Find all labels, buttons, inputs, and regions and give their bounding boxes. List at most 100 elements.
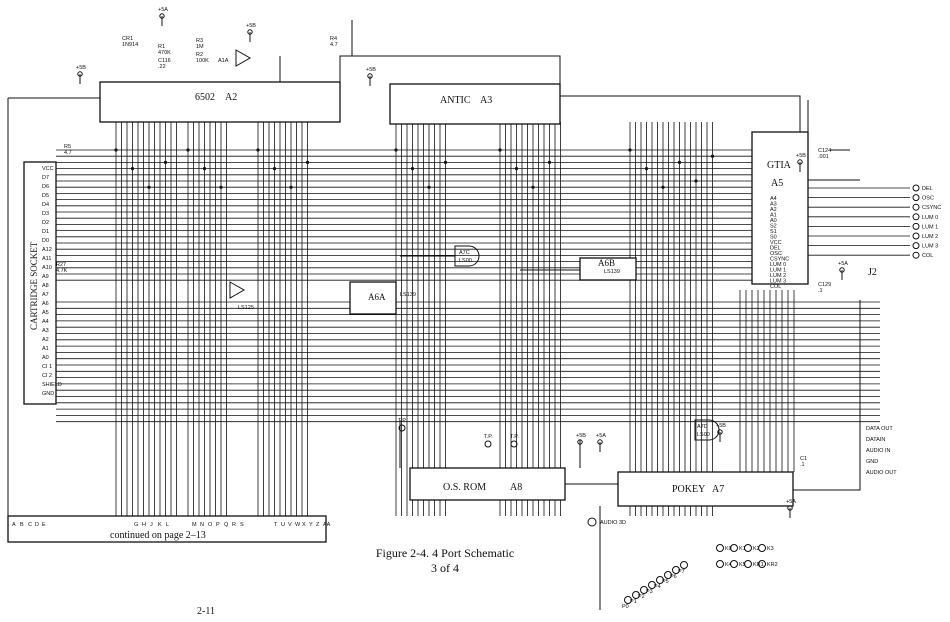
gtia-pin-label: VCC xyxy=(770,240,782,246)
a1a-gate: A1A xyxy=(218,49,252,67)
socket-pin-label: CI 1 xyxy=(42,364,52,370)
cpu-6502-chip: 6502 A2 xyxy=(99,81,341,123)
bottom-pin-label: AA xyxy=(323,522,331,528)
supply-label: +5B xyxy=(796,153,806,159)
vertical-bus-lines xyxy=(114,122,795,516)
junction-dot xyxy=(498,148,502,152)
pot-label: P7 xyxy=(678,569,685,575)
junction-dot xyxy=(410,167,415,171)
socket-pin-label: D3 xyxy=(42,211,49,217)
supply-terminal xyxy=(247,29,253,35)
wire xyxy=(339,55,561,84)
bottom-pin-label: D xyxy=(35,522,39,528)
gtia-pin-label: S0 xyxy=(770,235,777,241)
junction-dot xyxy=(644,167,649,171)
part-ref: C124 xyxy=(818,148,831,154)
ls125-buffer: LS125 xyxy=(229,281,254,311)
socket-pin-label: A9 xyxy=(42,274,49,280)
bottom-pin-label: X xyxy=(302,522,306,528)
bottom-pin-label: A xyxy=(12,522,16,528)
pot-terminal xyxy=(672,566,680,574)
test-point xyxy=(484,440,492,448)
bottom-pin-label: T xyxy=(274,522,278,528)
socket-pin-label: A11 xyxy=(42,256,51,262)
part-ref: R4 xyxy=(330,36,337,42)
junction-dot xyxy=(256,148,260,152)
socket-pin-label: A6 xyxy=(42,301,49,307)
socket-pin-label: D5 xyxy=(42,193,49,199)
pot-label: P2 xyxy=(638,594,645,600)
bottom-pin-label: E xyxy=(42,522,46,528)
gtia-pin-label: LUM 3 xyxy=(770,279,786,285)
a1a-label: A1A xyxy=(218,58,229,64)
output-label: COL xyxy=(922,253,933,259)
supply-label: +5A xyxy=(786,499,796,505)
part-value: 100K xyxy=(196,58,209,64)
part-ref: C116 xyxy=(158,58,171,64)
ls139-a-label: LS139 xyxy=(400,292,416,298)
gtia-pin-label: DEL xyxy=(770,246,781,252)
output-label: LUM 1 xyxy=(922,224,938,230)
key-terminal xyxy=(758,560,766,568)
bottom-pin-label: S xyxy=(240,522,244,528)
part-ref: C129 xyxy=(818,282,831,288)
output-label: DEL xyxy=(922,186,933,192)
part-value: 470K xyxy=(158,50,171,56)
bottom-pin-label: P xyxy=(216,522,220,528)
socket-pin-label: D2 xyxy=(42,220,49,226)
part-value: .22 xyxy=(158,64,166,70)
output-terminal xyxy=(912,213,920,221)
j2-signal: DATA OUT xyxy=(866,426,893,432)
socket-pin-label: A12 xyxy=(42,247,52,253)
output-label: LUM 0 xyxy=(922,215,938,221)
socket-pin-labels: VCCD7D6D5D4D3D2D1D0A12A11A10A9A8A7A6A5A4… xyxy=(42,166,62,397)
junction-dot xyxy=(628,148,632,152)
gtia-ref: A5 xyxy=(771,178,783,189)
pot-label: P1 xyxy=(630,599,637,605)
part-ref: R1 xyxy=(158,44,165,50)
bottom-pin-label: R xyxy=(232,522,236,528)
bottom-pin-label: W xyxy=(295,522,301,528)
junction-dot xyxy=(677,160,682,164)
junction-dot xyxy=(272,167,277,171)
pot-label: P3 xyxy=(646,589,653,595)
gtia-pin-label: OSC xyxy=(770,251,782,257)
bottom-pin-label: H xyxy=(142,522,146,528)
a7c-label: A7C xyxy=(459,250,470,256)
junction-dot xyxy=(661,185,665,189)
supply-label: +5A xyxy=(596,433,606,439)
pot-terminal xyxy=(664,571,672,579)
a6b-name: A6B xyxy=(598,258,615,268)
pot-terminal xyxy=(624,596,632,604)
supply-label: +5B xyxy=(716,423,726,429)
socket-pin-label: D0 xyxy=(42,238,49,244)
part-value: 4.7 xyxy=(64,150,72,156)
test-points: T.P.T.P.T.P. xyxy=(398,418,519,448)
gtia-pin-label: A4 xyxy=(770,196,777,202)
output-terminal xyxy=(912,203,920,211)
gtia-pin-label: S2 xyxy=(770,224,777,230)
a7d-part: LS00 xyxy=(697,432,710,438)
socket-pin-label: A4 xyxy=(42,319,49,325)
pot-terminal xyxy=(656,576,664,584)
gtia-pin-label: COL xyxy=(770,284,781,290)
pot-terminal xyxy=(632,591,640,599)
junction-dot xyxy=(130,167,135,171)
a7c-part: LS00 xyxy=(459,258,472,264)
part-ref: CR1 xyxy=(122,36,133,42)
junction-dot xyxy=(202,167,207,171)
gtia-chip: GTIA A5 xyxy=(751,131,809,285)
key-terminal xyxy=(716,544,724,552)
part-ref: R3 xyxy=(196,38,203,44)
junction-dot xyxy=(219,185,223,189)
supply-terminal xyxy=(717,429,723,435)
part-ref: R2 xyxy=(196,52,203,58)
socket-pin-label: A1 xyxy=(42,346,49,352)
junction-dot xyxy=(710,154,715,158)
test-point-label: T.P. xyxy=(510,434,519,440)
socket-pin-label: CI 2 xyxy=(42,373,52,379)
supply-label: +5A xyxy=(838,261,848,267)
ls139-b-label: LS139 xyxy=(604,269,620,275)
